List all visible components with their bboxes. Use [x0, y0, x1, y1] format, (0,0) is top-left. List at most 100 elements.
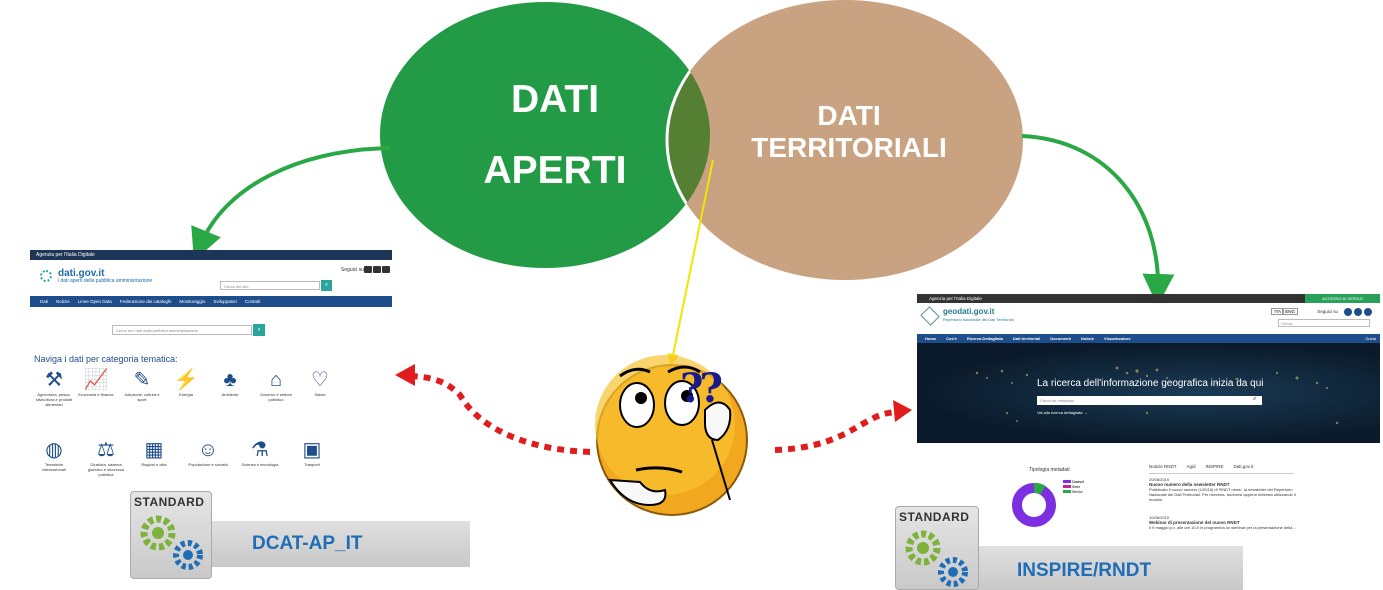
- category-population[interactable]: ☺Popolazione e società: [188, 438, 228, 467]
- legend-dataset: Dataset: [1063, 480, 1084, 484]
- lang-en[interactable]: ENG: [1282, 308, 1298, 315]
- tab-inspire[interactable]: INSPIRE: [1205, 464, 1224, 469]
- category-economy[interactable]: 📈Economia e finanze: [76, 368, 116, 397]
- dcat-ap-it-label: DCAT-AP_IT: [252, 533, 363, 554]
- category-label: Tematiche internazionali: [42, 462, 66, 472]
- category-justice[interactable]: ⚖Giustizia, sistema giuridico e sicurezz…: [86, 438, 126, 477]
- nav-item-monitoraggio[interactable]: Monitoraggio: [179, 299, 206, 304]
- dati-gov-nav: Dati Notizie Linee Open Data Federazione…: [30, 296, 392, 307]
- category-label: Ambiente: [221, 392, 239, 397]
- dati-aperti-line2: APERTI: [483, 148, 627, 192]
- geodati-title[interactable]: geodati.gov.it: [943, 307, 995, 316]
- category-education[interactable]: ✎Istruzione, cultura e sport: [122, 368, 162, 402]
- news-body: Il 9 maggio p.v. alle ore 10.0 in progra…: [1149, 525, 1296, 530]
- news-tabs: Notizie RNDT Agid INSPIRE Dati.gov.it: [1149, 464, 1253, 469]
- facebook-icon[interactable]: [1344, 308, 1352, 316]
- tab-dati-gov[interactable]: Dati.gov.it: [1233, 464, 1254, 469]
- news-body: Pubblicato il nuovo numero (1/2019) di '…: [1149, 487, 1296, 502]
- category-regions[interactable]: ▦Regioni e città: [134, 438, 174, 467]
- detailed-search-link[interactable]: Vai alla ricerca dettagliata →: [1037, 410, 1088, 415]
- legend-serie: Serie: [1063, 485, 1080, 489]
- badge-bar: [190, 521, 470, 567]
- news-title: Nuovo numero della newsletter RNDT: [1149, 482, 1230, 487]
- nav-item-ricerca[interactable]: Ricerca Dettagliata: [966, 336, 1003, 341]
- dcat-standard-badge: STANDARD DCAT-AP_IT: [130, 491, 472, 581]
- category-energy[interactable]: ⚡Energia: [166, 368, 206, 397]
- category-label: Regioni e città: [141, 462, 167, 467]
- category-science[interactable]: ⚗Scienza e tecnologia: [240, 438, 280, 467]
- metadata-chart-title: Tipologia metadati: [1029, 467, 1070, 473]
- dati-territoriali-line1: DATI: [817, 100, 881, 131]
- category-label: Salute: [314, 392, 326, 397]
- overlap-region: [665, 2, 710, 268]
- left-red-dotted-arrow: [409, 373, 591, 455]
- badge-bar: [955, 546, 1243, 590]
- category-environment[interactable]: ♣Ambiente: [210, 368, 250, 397]
- rss-icon[interactable]: [382, 266, 390, 273]
- left-green-arrow: [191, 146, 391, 261]
- dati-gov-subtitle: i dati aperti della pubblica amministraz…: [58, 278, 153, 284]
- site-search-input[interactable]: Cerca nel sito: [220, 281, 320, 290]
- nav-item-documenti[interactable]: Documenti: [1050, 336, 1071, 341]
- guide-link[interactable]: Guida: [1365, 336, 1376, 341]
- geodati-search-input[interactable]: Cerca...: [1278, 319, 1370, 327]
- access-services-button[interactable]: ACCESSO AI SERVIZI: [1305, 294, 1380, 303]
- hero-search-input[interactable]: Cerca un metadato: [1037, 396, 1262, 405]
- nav-item-contatti[interactable]: Contatti: [244, 299, 261, 304]
- youtube-icon[interactable]: [364, 266, 372, 273]
- nav-item-dati-territoriali[interactable]: Dati territoriali: [1012, 336, 1041, 341]
- rss-icon[interactable]: [1364, 308, 1372, 316]
- category-international[interactable]: ◍Tematiche internazionali: [34, 438, 74, 472]
- hero-search-icon[interactable]: ⌕: [1253, 396, 1257, 402]
- hero-title: La ricerca dell'informazione geografica …: [1037, 378, 1264, 389]
- follow-label: Seguici su: [340, 267, 364, 273]
- nav-item-home[interactable]: Home: [925, 336, 937, 341]
- yellow-pointer-line: [667, 159, 714, 366]
- nav-item-notizie[interactable]: Notizie: [1080, 336, 1095, 341]
- lang-it[interactable]: ITA: [1271, 308, 1284, 315]
- dati-aperti-line1: DATI: [510, 78, 600, 121]
- category-label: Istruzione, cultura e sport: [124, 392, 160, 402]
- justice-icon: ⚖: [97, 439, 115, 461]
- data-search-input[interactable]: Cerca tra i dati della pubblica amminist…: [112, 325, 252, 335]
- category-label: Governo e settore pubblico: [259, 392, 293, 402]
- category-agriculture[interactable]: ⚒Agricoltura, pesca, silvicoltura e prod…: [34, 368, 74, 407]
- legend-label: Serie: [1071, 485, 1081, 489]
- agriculture-icon: ⚒: [45, 369, 63, 391]
- government-icon: ⌂: [269, 369, 283, 391]
- left-red-arrowhead: [395, 364, 415, 386]
- category-label: Giustizia, sistema giuridico e sicurezza…: [87, 462, 125, 477]
- tab-notizie-rndt[interactable]: Notizie RNDT: [1149, 464, 1177, 469]
- category-transport[interactable]: ▣Trasporti: [292, 438, 332, 467]
- nav-item-sviluppatori[interactable]: Sviluppatori: [213, 299, 237, 304]
- category-health[interactable]: ♡Salute: [300, 368, 340, 397]
- dati-gov-brand[interactable]: dati.gov.it i dati aperti della pubblica…: [40, 268, 160, 284]
- metadata-donut-chart: [1012, 482, 1056, 527]
- category-government[interactable]: ⌂Governo e settore pubblico: [256, 368, 296, 402]
- twitter-icon[interactable]: [373, 266, 381, 273]
- nav-item-cose[interactable]: Cos'è: [946, 336, 957, 341]
- nav-item-notizie[interactable]: Notizie: [56, 299, 70, 304]
- health-icon: ♡: [311, 369, 329, 391]
- globe-icon: ◍: [45, 439, 63, 461]
- geodati-subtitle: Repertorio Nazionale dei Dati Territoria…: [943, 317, 1014, 322]
- nav-item-federazione[interactable]: Federazione dei cataloghi: [119, 299, 172, 304]
- thinking-smiley: [595, 355, 748, 516]
- economy-icon: 📈: [83, 369, 109, 391]
- nav-item-dati[interactable]: Dati: [40, 299, 49, 304]
- geodati-gov-screenshot: Agenzia per l'Italia Digitale ACCESSO AI…: [917, 294, 1380, 544]
- nav-item-visualizzatore[interactable]: Visualizzatore: [1104, 336, 1131, 341]
- transport-icon: ▣: [302, 439, 322, 461]
- dati-aperti-label: DATI APERTI: [480, 78, 630, 194]
- right-red-arrowhead: [893, 400, 912, 422]
- news-item[interactable]: 20/06/2019 Nuovo numero della newsletter…: [1149, 477, 1297, 502]
- news-date: 20/06/2019: [1149, 477, 1170, 482]
- nav-item-linee-open-data[interactable]: Linee Open Data: [77, 299, 112, 304]
- news-item[interactable]: 10/06/2019 Webinar di presentazione del …: [1149, 515, 1297, 530]
- legend-servizi: Servizi: [1063, 490, 1083, 494]
- tab-agid[interactable]: Agid: [1186, 464, 1196, 469]
- twitter-icon[interactable]: [1354, 308, 1362, 316]
- site-search-button[interactable]: ⌕: [321, 280, 332, 291]
- data-search-button[interactable]: ⌕: [253, 324, 265, 336]
